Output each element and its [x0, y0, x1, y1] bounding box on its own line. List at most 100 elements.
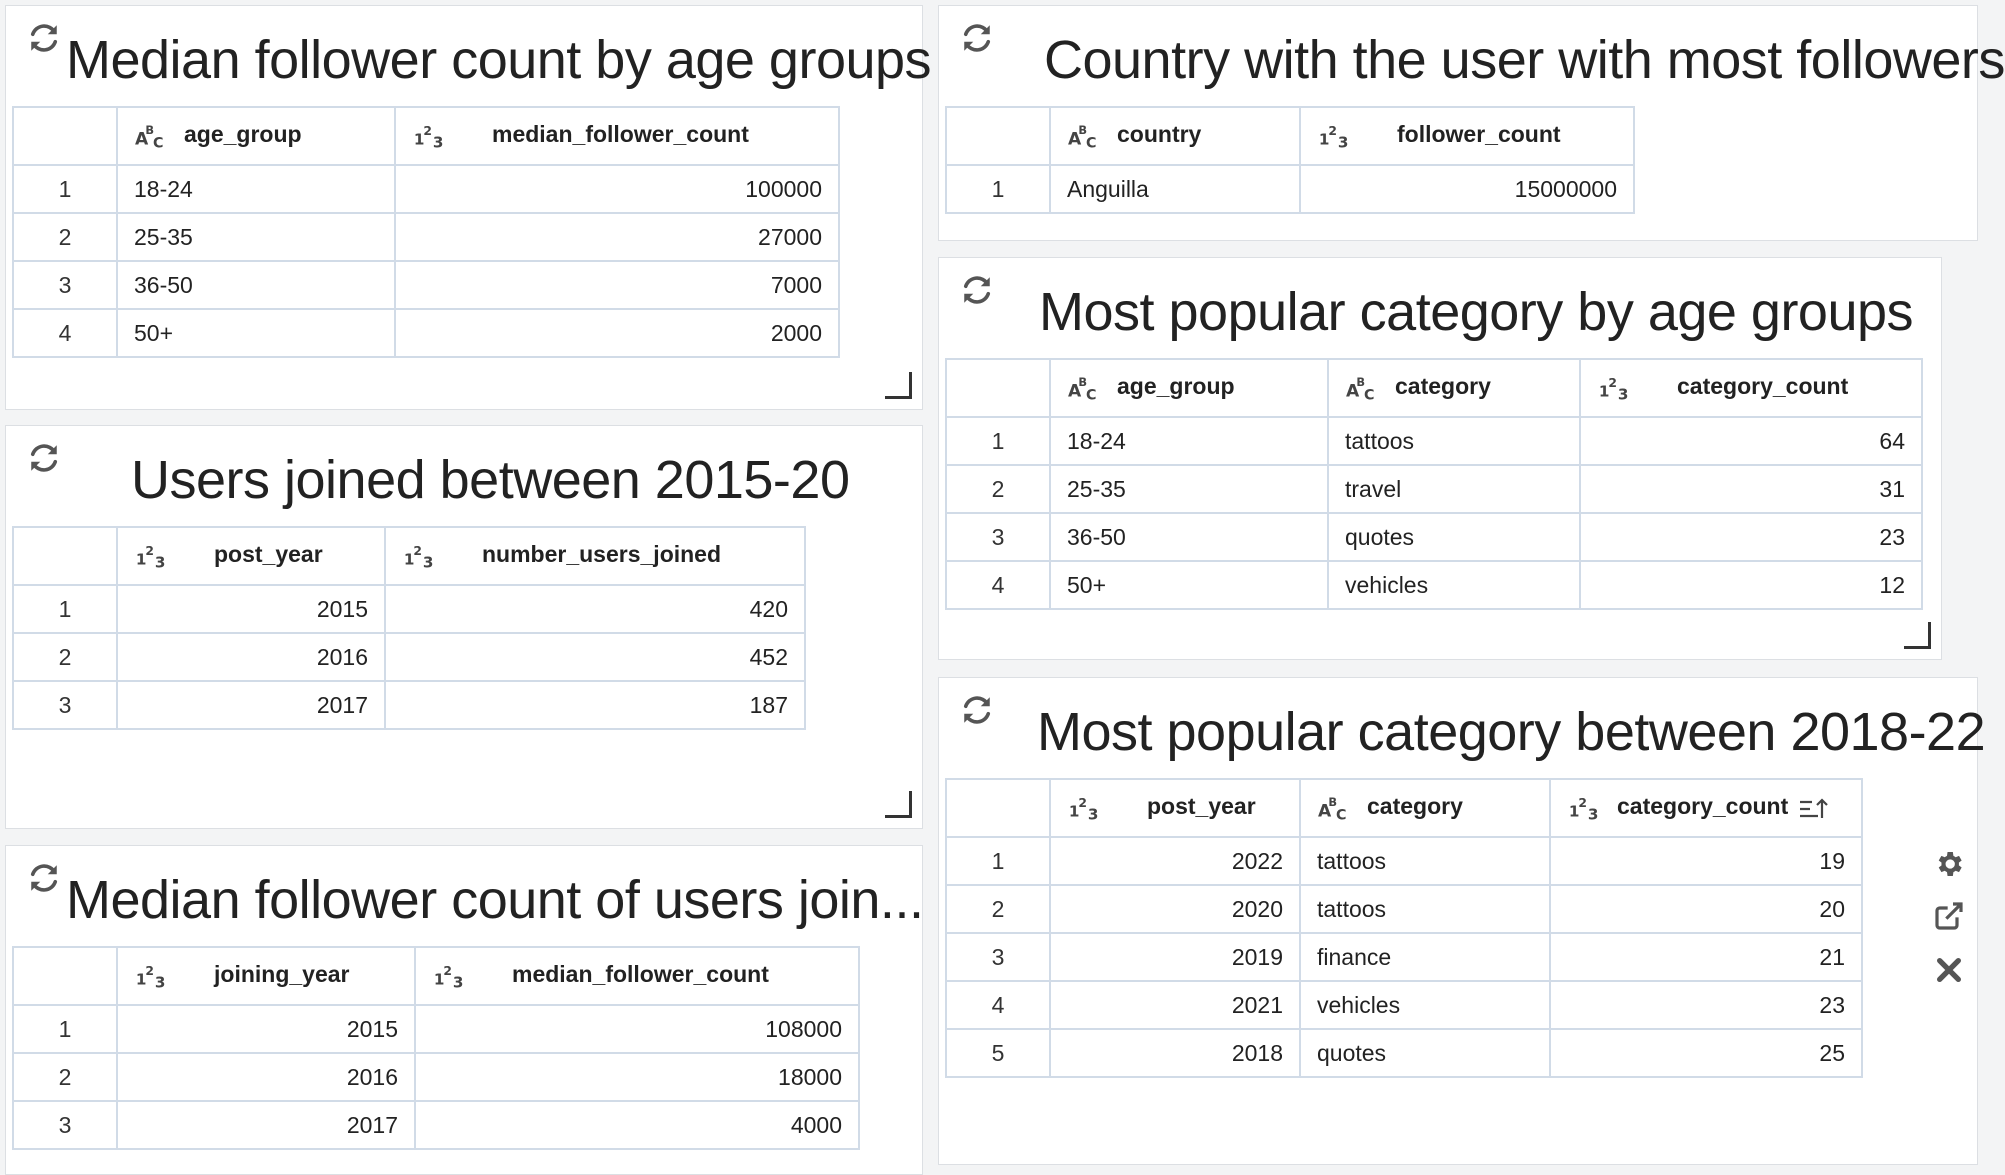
cell-category-count[interactable]: 23	[1579, 512, 1923, 562]
cell-number-users-joined[interactable]: 452	[384, 632, 806, 682]
svg-text:3: 3	[155, 553, 166, 571]
cell-median-follower-count[interactable]: 27000	[394, 212, 840, 262]
cell-follower-count[interactable]: 15000000	[1299, 164, 1635, 214]
resize-handle[interactable]	[885, 372, 912, 399]
svg-text:2: 2	[145, 544, 154, 558]
svg-text:3: 3	[1338, 133, 1349, 151]
cell-category-count[interactable]: 64	[1579, 416, 1923, 466]
cell-category[interactable]: tattoos	[1299, 884, 1551, 934]
svg-text:A: A	[1346, 382, 1360, 402]
resize-handle[interactable]	[885, 791, 912, 818]
external-link-icon[interactable]	[1933, 900, 1965, 932]
refresh-icon[interactable]	[959, 272, 995, 308]
close-icon[interactable]	[1933, 954, 1965, 986]
cell-category-count[interactable]: 19	[1549, 836, 1863, 886]
cell-category[interactable]: travel	[1327, 464, 1581, 514]
cell-post-year[interactable]: 2019	[1049, 932, 1301, 982]
cell-category[interactable]: finance	[1299, 932, 1551, 982]
cell-age-group[interactable]: 18-24	[1049, 416, 1329, 466]
cell-age-group[interactable]: 36-50	[1049, 512, 1329, 562]
cell-median-follower-count[interactable]: 18000	[414, 1052, 860, 1102]
cell-age-group[interactable]: 50+	[116, 308, 396, 358]
refresh-icon[interactable]	[959, 20, 995, 56]
cell-post-year[interactable]: 2016	[116, 632, 386, 682]
cell-category[interactable]: quotes	[1299, 1028, 1551, 1078]
cell-number-users-joined[interactable]: 420	[384, 584, 806, 634]
cell-country[interactable]: Anguilla	[1049, 164, 1301, 214]
cell-post-year[interactable]: 2021	[1049, 980, 1301, 1030]
cell-post-year[interactable]: 2018	[1049, 1028, 1301, 1078]
cell-category-count[interactable]: 31	[1579, 464, 1923, 514]
sort-ascending-icon[interactable]	[1798, 794, 1829, 822]
cell-age-group[interactable]: 25-35	[116, 212, 396, 262]
cell-category-count[interactable]: 20	[1549, 884, 1863, 934]
cell-category[interactable]: tattoos	[1327, 416, 1581, 466]
cell-age-group[interactable]: 36-50	[116, 260, 396, 310]
gear-icon[interactable]	[1933, 848, 1965, 880]
cell-age-group[interactable]: 25-35	[1049, 464, 1329, 514]
cell-post-year[interactable]: 2015	[116, 584, 386, 634]
cell-median-follower-count[interactable]: 4000	[414, 1100, 860, 1150]
cell-median-follower-count[interactable]: 2000	[394, 308, 840, 358]
cell-post-year[interactable]: 2017	[116, 680, 386, 730]
cell-category[interactable]: vehicles	[1299, 980, 1551, 1030]
refresh-icon[interactable]	[959, 692, 995, 728]
cell-median-follower-count[interactable]: 100000	[394, 164, 840, 214]
cell-median-follower-count[interactable]: 7000	[394, 260, 840, 310]
cell-post-year[interactable]: 2022	[1049, 836, 1301, 886]
cell-category[interactable]: tattoos	[1299, 836, 1551, 886]
cell-category-count[interactable]: 12	[1579, 560, 1923, 610]
cell-number-users-joined[interactable]: 187	[384, 680, 806, 730]
cell-median-follower-count[interactable]: 108000	[414, 1004, 860, 1054]
refresh-icon[interactable]	[26, 440, 62, 476]
cell-joining-year[interactable]: 2015	[116, 1004, 416, 1054]
resize-handle[interactable]	[1904, 622, 1931, 649]
cell-category[interactable]: quotes	[1327, 512, 1581, 562]
refresh-icon[interactable]	[26, 20, 62, 56]
refresh-icon[interactable]	[26, 860, 62, 896]
cell-category[interactable]: vehicles	[1327, 560, 1581, 610]
cell-age-group[interactable]: 18-24	[116, 164, 396, 214]
cell-age-group[interactable]: 50+	[1049, 560, 1329, 610]
cell-post-year[interactable]: 2020	[1049, 884, 1301, 934]
cell-category-count[interactable]: 23	[1549, 980, 1863, 1030]
cell-category-count[interactable]: 25	[1549, 1028, 1863, 1078]
cell-joining-year[interactable]: 2017	[116, 1100, 416, 1150]
cell-joining-year[interactable]: 2016	[116, 1052, 416, 1102]
cell-category-count[interactable]: 21	[1549, 932, 1863, 982]
